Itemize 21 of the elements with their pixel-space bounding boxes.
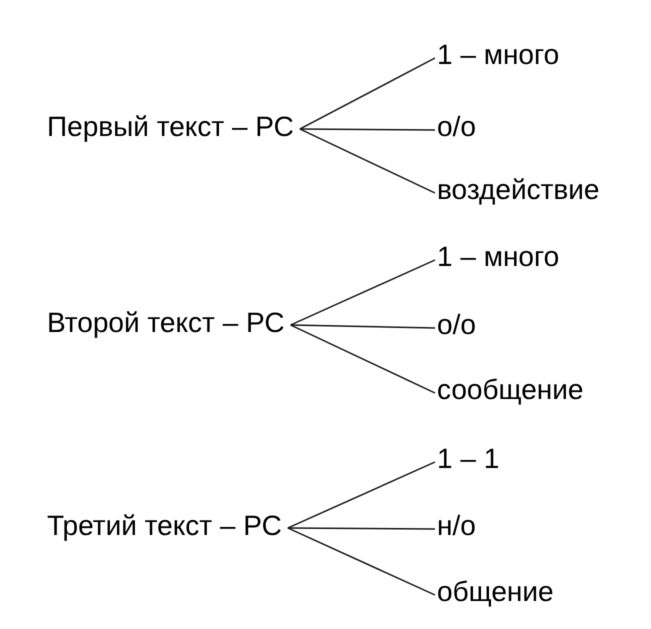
branch-text: 1 – много — [437, 38, 560, 72]
branch-text: воздействие — [437, 173, 600, 207]
branch-text: общение — [437, 575, 554, 609]
connector-line — [290, 324, 436, 329]
topic-text: Первый текст – РС — [47, 110, 294, 144]
branch-text: 1 – много — [437, 240, 560, 274]
topic-text: Второй текст – РС — [47, 306, 285, 340]
connector-line — [288, 461, 436, 529]
branch-text: 1 – 1 — [437, 442, 500, 476]
connector-line — [300, 128, 436, 194]
branch-text: сообщение — [437, 373, 584, 407]
connector-line — [290, 324, 436, 394]
branch-text: о/о — [437, 110, 476, 144]
connector-line — [288, 527, 435, 530]
connector-line — [300, 128, 435, 131]
topic-text: Третий текст – РС — [47, 509, 282, 543]
connector-line — [290, 259, 436, 326]
connector-line — [288, 527, 436, 596]
branch-text: н/о — [437, 509, 476, 543]
connector-line — [300, 57, 436, 130]
branch-text: о/о — [437, 308, 476, 342]
